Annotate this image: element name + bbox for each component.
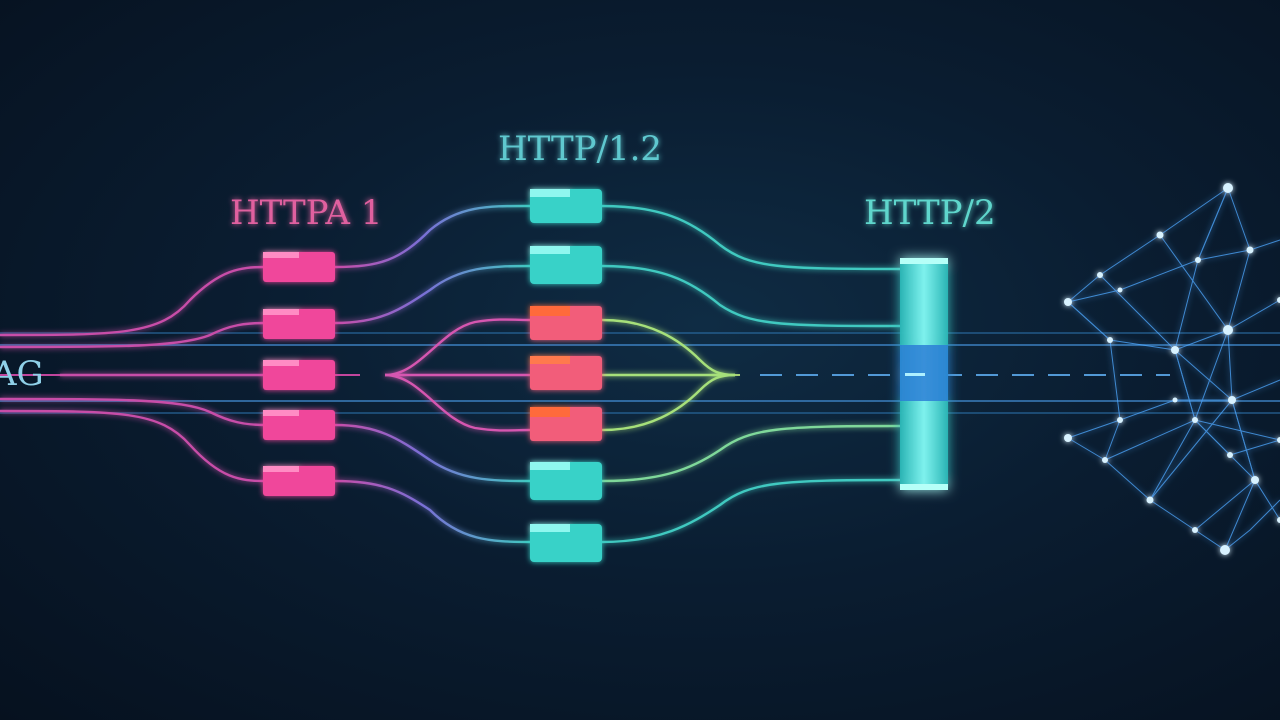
label-http12: HTTP/1.2	[498, 129, 662, 169]
http1-request-blocks	[263, 252, 335, 496]
http12-request-blocks	[530, 189, 602, 562]
label-http1: HTTPA 1	[230, 193, 382, 233]
request-block	[530, 246, 602, 284]
http12-connection-lines	[334, 204, 531, 544]
request-block	[263, 360, 335, 390]
background-lines	[0, 332, 1280, 414]
request-block	[530, 524, 602, 562]
request-block	[263, 466, 335, 496]
request-block	[530, 306, 602, 340]
label-http2: HTTP/2	[864, 193, 996, 233]
http2-multiplexed-connection	[900, 258, 948, 490]
request-block	[530, 407, 602, 441]
http1-connection-lines	[0, 265, 266, 483]
request-block	[530, 189, 602, 223]
request-block	[530, 462, 602, 500]
request-block	[263, 309, 335, 339]
request-block	[263, 252, 335, 282]
request-block	[263, 410, 335, 440]
neural-network-mesh-icon	[1064, 183, 1280, 555]
label-left-partial: AG	[0, 354, 44, 394]
http2-connection-lines	[601, 204, 901, 544]
request-block	[530, 356, 602, 390]
